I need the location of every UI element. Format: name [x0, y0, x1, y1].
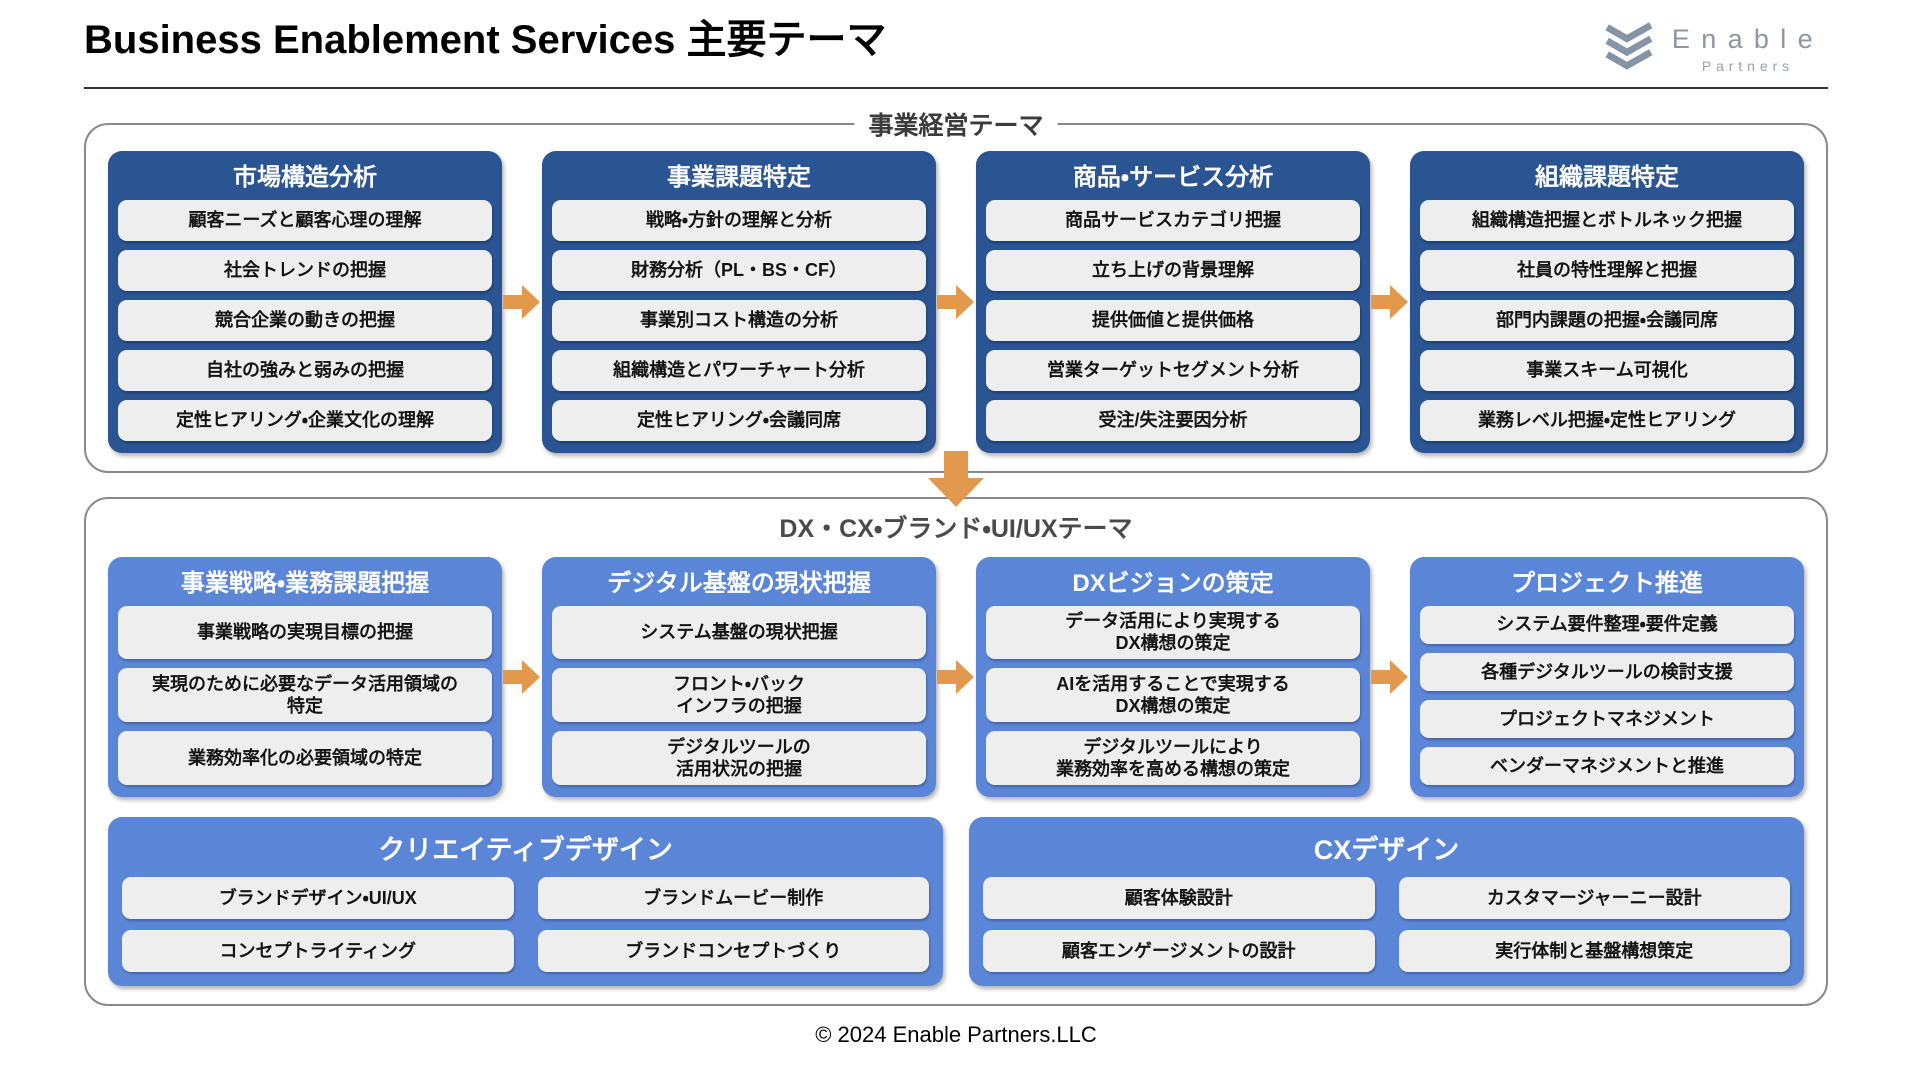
box-title: CXデザイン — [1313, 835, 1460, 865]
column-items: 戦略・方針の理解と分析 財務分析（PL・BS・CF） 事業別コスト構造の分析 組… — [552, 199, 926, 441]
column-digital-base-current-state: デジタル基盤の現状把握 システム基盤の現状把握 フロント・バック インフラの把握… — [542, 557, 936, 797]
arrow-down-icon — [925, 451, 987, 514]
copyright: © 2024 Enable Partners.LLC — [815, 1022, 1097, 1047]
column-items: 事業戦略の実現目標の把握 実現のために必要なデータ活用領域の 特定 業務効率化の… — [118, 605, 492, 785]
section2-wide-row: クリエイティブデザイン ブランドデザイン・UI/UX ブランドムービー制作 コン… — [108, 817, 1804, 986]
column-items: システム要件整理・要件定義 各種デジタルツールの検討支援 プロジェクトマネジメン… — [1420, 605, 1794, 786]
column-organization-issue-identification: 組織課題特定 組織構造把握とボトルネック把握 社員の特性理解と把握 部門内課題の… — [1410, 151, 1804, 453]
box-creative-design: クリエイティブデザイン ブランドデザイン・UI/UX ブランドムービー制作 コン… — [108, 817, 943, 986]
column-items: 顧客ニーズと顧客心理の理解 社会トレンドの把握 競合企業の動きの把握 自社の強み… — [118, 199, 492, 441]
service-item: 定性ヒアリング・企業文化の理解 — [118, 399, 492, 441]
service-item: 組織構造把握とボトルネック把握 — [1420, 199, 1794, 241]
service-item: コンセプトライティング — [122, 930, 514, 972]
service-item: 社会トレンドの把握 — [118, 249, 492, 291]
service-item: 定性ヒアリング・会議同席 — [552, 399, 926, 441]
service-item: カスタマージャーニー設計 — [1398, 877, 1790, 919]
section2-label: DX・CX・ブランド・UI/UXテーマ — [779, 515, 1133, 543]
service-item: デジタルツールにより 業務効率を高める構想の策定 — [986, 731, 1360, 785]
page-title: Business Enablement Services 主要テーマ — [84, 18, 887, 62]
column-title: プロジェクト推進 — [1511, 570, 1703, 597]
section-dx-cx-brand-uiux-themes: DX・CX・ブランド・UI/UXテーマ 事業戦略・業務課題把握 事業戦略の実現目… — [84, 497, 1828, 1006]
box-cx-design: CXデザイン 顧客体験設計 カスタマージャーニー設計 顧客エンゲージメントの設計… — [969, 817, 1804, 986]
service-item: 部門内課題の把握・会議同席 — [1420, 299, 1794, 341]
service-item: データ活用により実現する DX構想の策定 — [986, 605, 1360, 660]
column-title: デジタル基盤の現状把握 — [607, 570, 871, 597]
service-item: 実行体制と基盤構想策定 — [1398, 930, 1790, 972]
service-item: 営業ターゲットセグメント分析 — [986, 349, 1360, 391]
box-items: ブランドデザイン・UI/UX ブランドムービー制作 コンセプトライティング ブラ… — [122, 877, 929, 972]
column-title: 事業戦略・業務課題把握 — [180, 570, 430, 597]
service-item: 顧客エンゲージメントの設計 — [983, 930, 1375, 972]
column-product-service-analysis: 商品・サービス分析 商品サービスカテゴリ把握 立ち上げの背景理解 提供価値と提供… — [976, 151, 1370, 453]
column-title: DXビジョンの策定 — [1072, 570, 1274, 597]
title-divider — [84, 87, 1828, 89]
column-business-strategy-task-grasp: 事業戦略・業務課題把握 事業戦略の実現目標の把握 実現のために必要なデータ活用領… — [108, 557, 502, 797]
section1-label: 事業経営テーマ — [854, 106, 1058, 142]
service-item: 組織構造とパワーチャート分析 — [552, 349, 926, 391]
service-item: システム要件整理・要件定義 — [1420, 605, 1794, 644]
column-title: 事業課題特定 — [667, 164, 811, 191]
header: Business Enablement Services 主要テーマ Enabl… — [84, 0, 1828, 75]
service-item: 顧客体験設計 — [983, 877, 1375, 919]
service-item: 各種デジタルツールの検討支援 — [1420, 652, 1794, 691]
service-item: デジタルツールの 活用状況の把握 — [552, 731, 926, 785]
chevrons-logo-icon — [1602, 22, 1656, 75]
service-item: 事業戦略の実現目標の把握 — [118, 605, 492, 660]
column-market-structure-analysis: 市場構造分析 顧客ニーズと顧客心理の理解 社会トレンドの把握 競合企業の動きの把… — [108, 151, 502, 453]
service-item: 業務レベル把握・定性ヒアリング — [1420, 399, 1794, 441]
logo-text: Enable Partners — [1672, 24, 1824, 74]
arrow-right-icon — [936, 557, 976, 797]
service-item: 競合企業の動きの把握 — [118, 299, 492, 341]
service-item: ブランドデザイン・UI/UX — [122, 877, 514, 919]
arrow-right-icon — [1370, 151, 1410, 453]
box-items: 顧客体験設計 カスタマージャーニー設計 顧客エンゲージメントの設計 実行体制と基… — [983, 877, 1790, 972]
service-item: ベンダーマネジメントと推進 — [1420, 746, 1794, 786]
logo-name: Enable — [1671, 23, 1824, 54]
service-item: システム基盤の現状把握 — [552, 605, 926, 660]
arrow-right-icon — [502, 557, 542, 797]
section-business-management-themes: 事業経営テーマ 市場構造分析 顧客ニーズと顧客心理の理解 社会トレンドの把握 競… — [84, 106, 1828, 473]
service-item: 自社の強みと弱みの把握 — [118, 349, 492, 391]
column-project-promotion: プロジェクト推進 システム要件整理・要件定義 各種デジタルツールの検討支援 プロ… — [1410, 557, 1804, 797]
service-item: 受注/失注要因分析 — [986, 399, 1360, 441]
service-item: 財務分析（PL・BS・CF） — [552, 249, 926, 291]
logo-subname: Partners — [1701, 57, 1794, 74]
service-item: フロント・バック インフラの把握 — [552, 668, 926, 723]
arrow-right-icon — [502, 151, 542, 453]
section-connector — [84, 451, 1828, 507]
service-item: AIを活用することで実現する DX構想の策定 — [986, 668, 1360, 723]
arrow-right-icon — [1370, 557, 1410, 797]
service-item: 実現のために必要なデータ活用領域の 特定 — [118, 668, 492, 723]
box-title: クリエイティブデザイン — [378, 835, 673, 865]
service-item: プロジェクトマネジメント — [1420, 699, 1794, 738]
column-items: 組織構造把握とボトルネック把握 社員の特性理解と把握 部門内課題の把握・会議同席… — [1420, 199, 1794, 441]
column-business-issue-identification: 事業課題特定 戦略・方針の理解と分析 財務分析（PL・BS・CF） 事業別コスト… — [542, 151, 936, 453]
service-item: 顧客ニーズと顧客心理の理解 — [118, 199, 492, 241]
column-items: データ活用により実現する DX構想の策定 AIを活用することで実現する DX構想… — [986, 605, 1360, 785]
column-dx-vision-planning: DXビジョンの策定 データ活用により実現する DX構想の策定 AIを活用すること… — [976, 557, 1370, 797]
slide: Business Enablement Services 主要テーマ Enabl… — [84, 0, 1828, 1047]
column-title: 市場構造分析 — [233, 164, 377, 191]
service-item: 業務効率化の必要領域の特定 — [118, 731, 492, 785]
enable-partners-logo: Enable Partners — [1602, 22, 1824, 75]
arrow-right-icon — [936, 151, 976, 453]
service-item: ブランドムービー制作 — [537, 877, 929, 919]
service-item: 事業別コスト構造の分析 — [552, 299, 926, 341]
column-items: システム基盤の現状把握 フロント・バック インフラの把握 デジタルツールの 活用… — [552, 605, 926, 785]
section1-columns: 市場構造分析 顧客ニーズと顧客心理の理解 社会トレンドの把握 競合企業の動きの把… — [108, 151, 1804, 453]
service-item: 社員の特性理解と把握 — [1420, 249, 1794, 291]
service-item: 戦略・方針の理解と分析 — [552, 199, 926, 241]
service-item: ブランドコンセプトづくり — [537, 930, 929, 972]
service-item: 商品サービスカテゴリ把握 — [986, 199, 1360, 241]
section2-columns: 事業戦略・業務課題把握 事業戦略の実現目標の把握 実現のために必要なデータ活用領… — [108, 557, 1804, 797]
service-item: 提供価値と提供価格 — [986, 299, 1360, 341]
column-title: 商品・サービス分析 — [1072, 164, 1274, 191]
service-item: 事業スキーム可視化 — [1420, 349, 1794, 391]
column-title: 組織課題特定 — [1535, 164, 1679, 191]
column-items: 商品サービスカテゴリ把握 立ち上げの背景理解 提供価値と提供価格 営業ターゲット… — [986, 199, 1360, 441]
service-item: 立ち上げの背景理解 — [986, 249, 1360, 291]
